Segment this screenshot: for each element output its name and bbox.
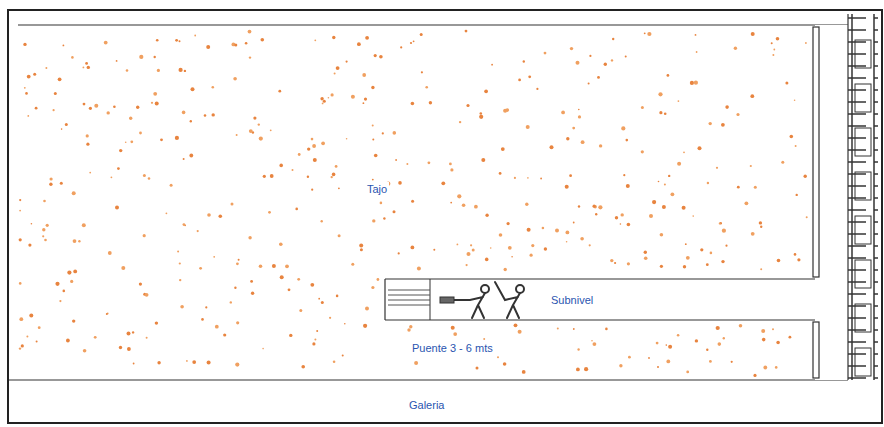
timber-sets	[813, 14, 848, 380]
sublevel-face	[384, 279, 385, 320]
region-label: Subnivel	[549, 293, 595, 307]
ladder	[848, 14, 878, 380]
haulage-gallery: Galeria	[9, 381, 847, 422]
sublevel-roof	[385, 278, 848, 279]
stope-top	[18, 24, 848, 25]
stope-region: Tajo	[18, 26, 813, 278]
raise-void	[815, 25, 848, 380]
gallery-roof	[9, 379, 848, 380]
ore-texture	[19, 30, 808, 377]
sublevel-floor	[385, 319, 848, 320]
region-label: Tajo	[365, 182, 389, 196]
drill-holes	[388, 290, 430, 305]
crown-pillar: Puente 3 - 6 mts	[18, 321, 813, 379]
miner-figures	[440, 282, 524, 318]
region-label: Puente 3 - 6 mts	[410, 341, 495, 355]
gallery-void	[9, 380, 881, 422]
sublevel-tunnel: Subnivel	[431, 280, 813, 319]
region-label: Galeria	[407, 398, 446, 412]
outer-frame	[8, 10, 882, 423]
sublevel-void	[385, 279, 815, 320]
